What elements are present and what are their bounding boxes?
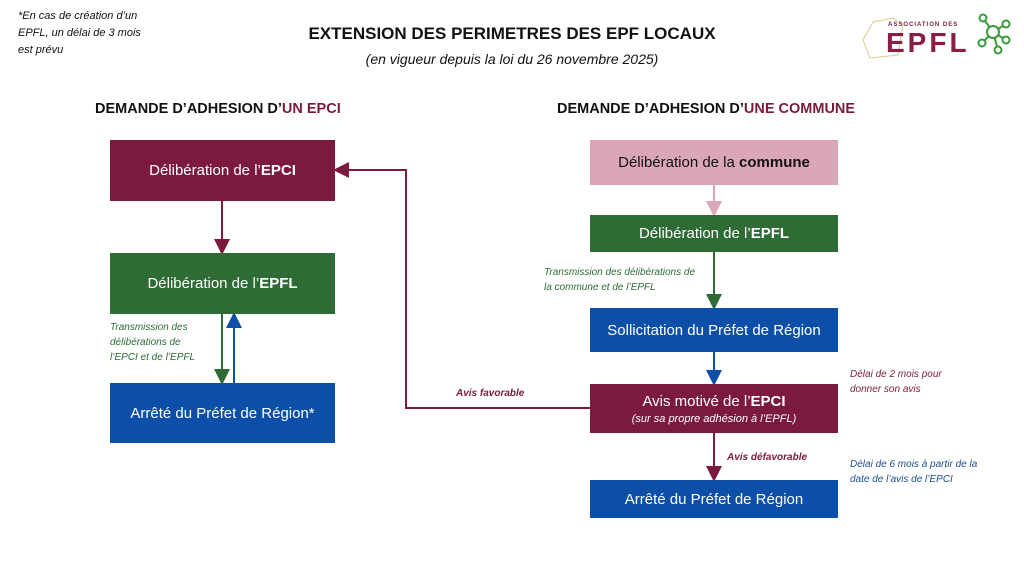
box-deliberation-commune: Délibération de la commune [590,140,838,185]
epfl-logo: ASSOCIATION DES EPFL [858,10,1013,62]
delai-2-mois-label: Délai de 2 mois pour donner son avis [850,369,942,395]
avis-favorable-label: Avis favorable [456,388,525,399]
left-transmission-label: Transmission des délibérations de l’EPCI… [110,322,196,363]
box-deliberation-epfl-right: Délibération de l’EPFL [590,215,838,252]
right-transmission-label: Transmission des délibérations de la com… [544,267,696,293]
page-title: EXTENSION DES PERIMETRES DES EPF LOCAUX [308,24,716,43]
logo-graphic-icon [862,13,1011,59]
box-sollicitation-prefet: Sollicitation du Préfet de Région [590,308,838,352]
avis-defavorable-label: Avis défavorable [727,452,808,463]
box-arrete-prefet-right: Arrêté du Préfet de Région [590,480,838,518]
box-deliberation-epci: Délibération de l’EPCI [110,140,335,201]
page-subtitle: (en vigueur depuis la loi du 26 novembre… [365,51,659,67]
right-heading: DEMANDE D’ADHESION D’UNE COMMUNE [557,101,856,117]
box-arrete-prefet-left: Arrêté du Préfet de Région* [110,383,335,443]
box-avis-motive-epci: Avis motivé de l’EPCI(sur sa propre adhé… [590,384,838,433]
arrow-avis-favorable [333,162,590,409]
box-deliberation-epfl-left: Délibération de l’EPFL [110,253,335,314]
logo-main-text: EPFL [886,27,970,58]
left-heading: DEMANDE D’ADHESION D’UN EPCI [95,101,341,117]
footnote: *En cas de création d’un EPFL, un délai … [18,10,141,56]
logo-top-text: ASSOCIATION DES [888,22,959,28]
delai-6-mois-label: Délai de 6 mois à partir de la date de l… [850,459,978,485]
